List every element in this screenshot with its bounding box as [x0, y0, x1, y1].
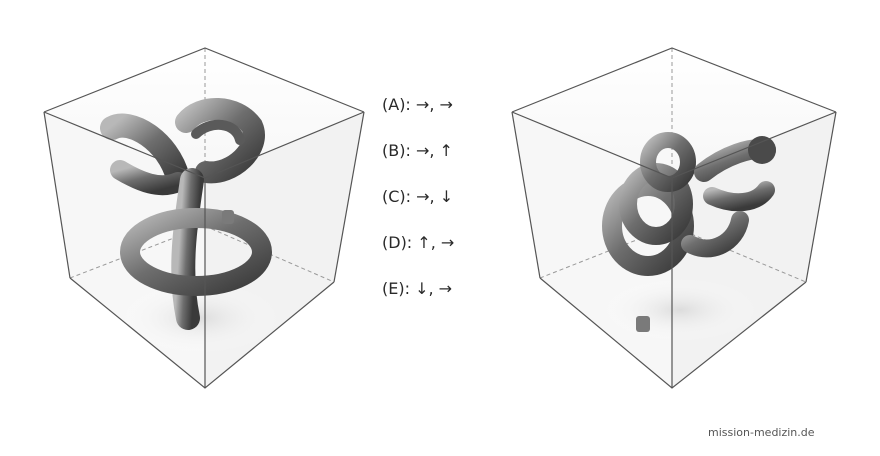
answer-option-a[interactable]: (A): →, → [382, 95, 453, 114]
left-cube [43, 47, 365, 389]
answer-option-e[interactable]: (E): ↓, → [382, 279, 453, 298]
right-tube-object [602, 132, 776, 332]
source-credit: mission-medizin.de [708, 426, 815, 439]
answer-option-c[interactable]: (C): →, ↓ [382, 187, 454, 206]
right-cube [511, 47, 837, 389]
left-tube-object [100, 98, 272, 330]
answer-option-b[interactable]: (B): →, ↑ [382, 141, 453, 160]
answer-options: (A): →, → (B): →, ↑ (C): →, ↓ (D): ↑, → … [382, 92, 454, 322]
answer-option-d[interactable]: (D): ↑, → [382, 233, 455, 252]
